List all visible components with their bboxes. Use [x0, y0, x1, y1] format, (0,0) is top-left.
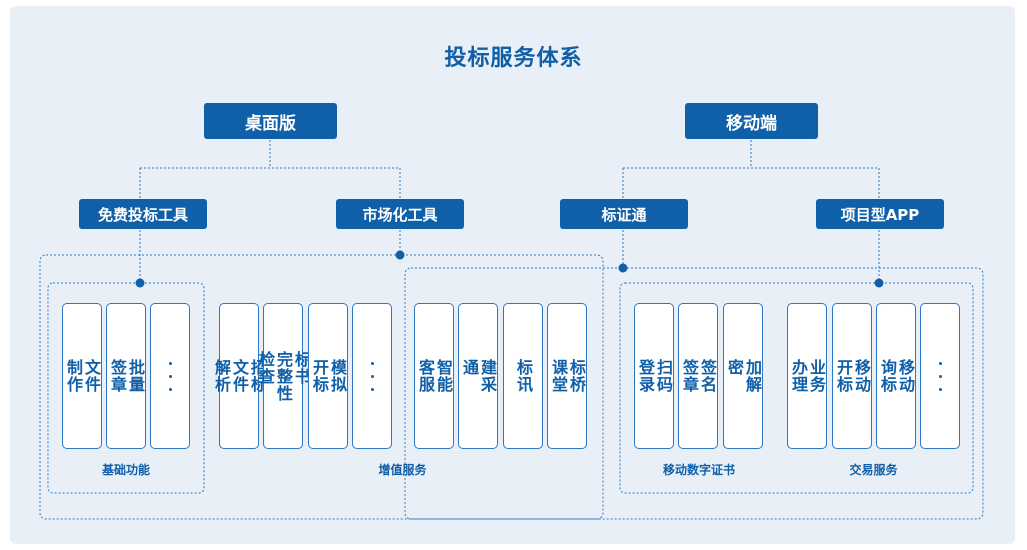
card-encrypt[interactable]: 加解密 [723, 303, 763, 449]
market-tools-button[interactable]: 市场化工具 [336, 199, 464, 229]
group-label-value-added: 增值服务 [378, 463, 427, 477]
more-dots-icon [938, 361, 942, 391]
card-more-value[interactable] [352, 303, 392, 449]
free-tools-label: 免费投标工具 [97, 205, 188, 224]
card-business[interactable]: 业务办理 [787, 303, 827, 449]
card-bid-check[interactable]: 标书完整性检查 [256, 303, 311, 449]
free-tools-button[interactable]: 免费投标工具 [79, 199, 207, 229]
card-text: 移动开标 [834, 359, 871, 393]
card-more-basic[interactable] [150, 303, 190, 449]
card-batch-sign[interactable]: 批量签章 [106, 303, 146, 449]
card-mock-open[interactable]: 模拟开标 [308, 303, 348, 449]
card-jiancaitong[interactable]: 建采通 [458, 303, 498, 449]
card-text: 文件制作 [64, 359, 101, 393]
card-text: 标书完整性检查 [256, 350, 311, 402]
mobile-button[interactable]: 移动端 [685, 103, 818, 139]
card-text: 加解密 [725, 359, 762, 393]
card-text: 招标文件解析 [212, 359, 267, 393]
card-text: 建采通 [460, 359, 497, 393]
group-label-basic: 基础功能 [101, 463, 150, 477]
biaozhengtong-button[interactable]: 标证通 [560, 199, 688, 229]
card-text: 扫码登录 [636, 359, 673, 393]
group-label-mobile-cert: 移动数字证书 [662, 463, 735, 477]
diagram-title: 投标服务体系 [444, 46, 583, 71]
market-tools-label: 市场化工具 [362, 205, 438, 224]
card-text: 签名签章 [680, 359, 717, 393]
card-text: 标桥课堂 [549, 359, 586, 393]
card-text: 批量签章 [108, 359, 145, 393]
card-text: 智能客服 [416, 359, 453, 393]
card-text: 标讯 [514, 359, 533, 393]
card-text: 模拟开标 [310, 359, 347, 393]
desktop-label: 桌面版 [245, 113, 296, 134]
card-mobile-inquiry[interactable]: 移动询标 [876, 303, 916, 449]
project-app-button[interactable]: 项目型APP [816, 199, 944, 229]
card-biaoqiao-class[interactable]: 标桥课堂 [547, 303, 587, 449]
card-scan-login[interactable]: 扫码登录 [634, 303, 674, 449]
card-text: 移动询标 [878, 359, 915, 393]
card-text: 业务办理 [789, 359, 826, 393]
group-label-transaction: 交易服务 [849, 463, 898, 477]
more-dots-icon [370, 361, 374, 391]
biaozhengtong-label: 标证通 [601, 205, 647, 224]
more-dots-icon [168, 361, 172, 391]
card-biaoxun[interactable]: 标讯 [503, 303, 543, 449]
card-tender-parse[interactable]: 招标文件解析 [212, 303, 267, 449]
card-more-transaction[interactable] [920, 303, 960, 449]
desktop-button[interactable]: 桌面版 [204, 103, 337, 139]
mobile-label: 移动端 [726, 113, 777, 134]
card-file-make[interactable]: 文件制作 [62, 303, 102, 449]
project-app-label: 项目型APP [840, 205, 920, 224]
card-sign-seal[interactable]: 签名签章 [678, 303, 718, 449]
card-mobile-open[interactable]: 移动开标 [832, 303, 872, 449]
card-smart-service[interactable]: 智能客服 [414, 303, 454, 449]
